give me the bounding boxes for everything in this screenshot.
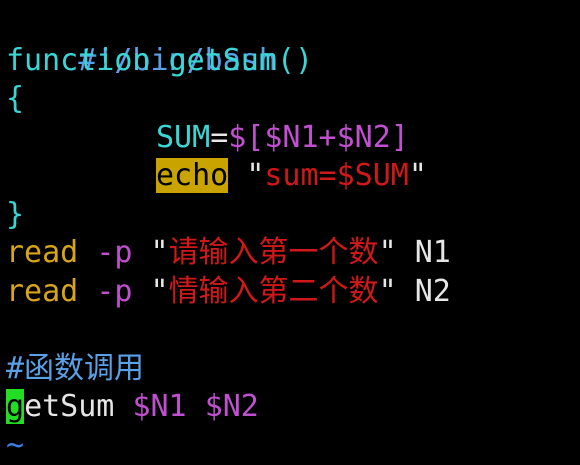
quote: " [151, 274, 169, 309]
sum-expression: $[$N1+$N2] [228, 120, 409, 155]
function-call-name: etSum [24, 389, 114, 424]
read-prompt-string: 请输入第一个数 [169, 235, 379, 270]
code-line-5: echo "sum=$SUM" [6, 157, 580, 196]
quote: " [379, 274, 397, 309]
code-line-12: ~ [6, 427, 580, 465]
echo-command-highlighted: echo [156, 158, 228, 193]
terminal-editor[interactable]: #!/bin/bash function getSum() { SUM=$[$N… [6, 3, 580, 458]
code-line-7: read -p "请输入第一个数" N1 [6, 234, 580, 273]
read-variable: N1 [415, 235, 451, 270]
code-line-3: { [6, 80, 580, 119]
code-line-10: #函数调用 [6, 350, 580, 389]
code-line-11: getSum $N1 $N2 [6, 388, 580, 427]
code-line-9-empty [6, 311, 580, 350]
code-line-2: function getSum() [6, 42, 580, 81]
function-keyword: function [6, 43, 151, 78]
read-command: read [6, 274, 78, 309]
read-variable: N2 [415, 274, 451, 309]
quote: " [379, 235, 397, 270]
call-argument-2: $N2 [205, 389, 259, 424]
read-prompt-string: 情输入第二个数 [169, 274, 379, 309]
quote: " [246, 158, 264, 193]
call-comment: #函数调用 [6, 351, 144, 386]
read-flag: -p [96, 235, 132, 270]
read-command: read [6, 235, 78, 270]
quote: " [151, 235, 169, 270]
code-line-6: } [6, 196, 580, 235]
quote: " [409, 158, 427, 193]
empty-line-tilde: ~ [6, 428, 24, 463]
code-line-1: #!/bin/bash [6, 3, 580, 42]
code-line-4: SUM=$[$N1+$N2] [6, 119, 580, 158]
close-brace: } [6, 197, 24, 232]
text-cursor[interactable]: g [6, 389, 24, 424]
open-brace: { [6, 81, 24, 116]
read-flag: -p [96, 274, 132, 309]
sum-variable: SUM [156, 120, 210, 155]
call-argument-1: $N1 [132, 389, 186, 424]
assign-operator: = [210, 120, 228, 155]
code-line-8: read -p "情输入第二个数" N2 [6, 273, 580, 312]
function-name: getSum() [169, 43, 314, 78]
echo-string: sum=$SUM [264, 158, 409, 193]
